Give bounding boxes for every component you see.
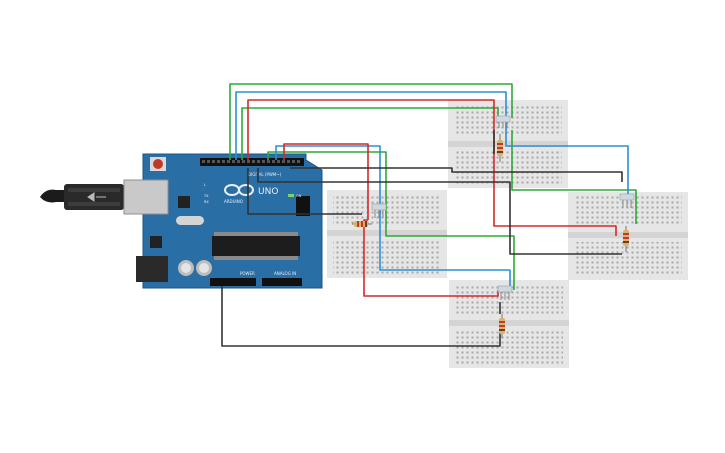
on-led — [288, 194, 294, 197]
arduino-uno-board[interactable]: UNO ARDUINO DIGITAL (PWM~) POWER ANALOG … — [123, 153, 323, 289]
wire-green-1[interactable] — [229, 83, 513, 160]
wire-black-2[interactable] — [247, 168, 362, 215]
digital-header[interactable] — [200, 158, 304, 166]
atmega-chip — [212, 232, 300, 260]
usb-port — [123, 179, 169, 215]
l-label: L — [204, 183, 206, 187]
voltage-regulator — [150, 236, 162, 248]
power-header[interactable] — [210, 278, 256, 286]
breadboard-left[interactable] — [327, 190, 447, 278]
capacitors — [178, 260, 212, 276]
resistor-right[interactable] — [623, 226, 629, 252]
wire-red-1[interactable] — [247, 99, 617, 236]
rgb-led-right[interactable] — [619, 193, 635, 208]
on-label: ON — [296, 194, 302, 198]
tx-label: TX — [203, 194, 209, 198]
breadboard-top[interactable] — [448, 100, 568, 188]
rx-label: RX — [204, 200, 209, 204]
wire-black-1[interactable] — [290, 167, 623, 182]
reset-button[interactable] — [150, 157, 166, 171]
power-label: POWER — [240, 271, 255, 276]
resistor-bottom[interactable] — [499, 314, 505, 338]
wire-red-3[interactable] — [363, 219, 499, 297]
icsp-header — [296, 196, 310, 216]
wire-green-4[interactable] — [511, 130, 637, 224]
wire-green-2[interactable] — [241, 107, 499, 160]
resistor-top[interactable] — [497, 134, 503, 162]
arduino-logo — [224, 184, 254, 196]
power-jack — [136, 256, 168, 282]
crystal — [176, 216, 204, 225]
wire-black-4[interactable] — [221, 286, 501, 347]
analog-label: ANALOG IN — [274, 271, 296, 276]
usb-chip — [178, 196, 190, 208]
rgb-led-left[interactable] — [371, 203, 387, 218]
wire-green-3[interactable] — [267, 151, 515, 290]
analog-header[interactable] — [262, 278, 302, 286]
rgb-led-top[interactable] — [495, 115, 511, 128]
resistor-left[interactable] — [352, 221, 372, 227]
rgb-led-bottom[interactable] — [497, 285, 513, 300]
board-model-label: UNO — [258, 187, 278, 197]
wire-black-3[interactable] — [257, 168, 622, 255]
digital-label: DIGITAL (PWM~) — [248, 172, 282, 177]
board-brand-label: ARDUINO — [224, 199, 243, 204]
